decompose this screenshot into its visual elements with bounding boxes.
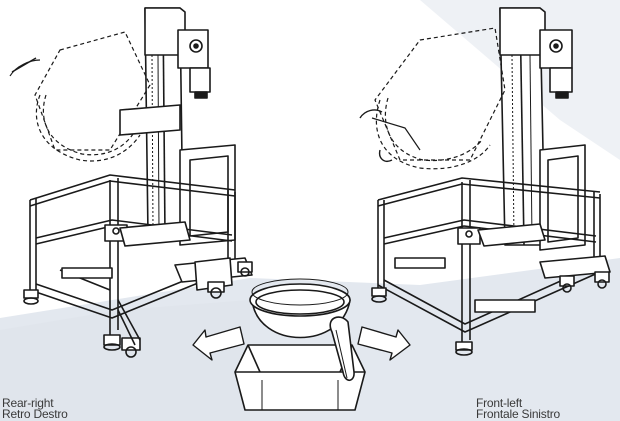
front-left-lifter-view (359, 7, 611, 356)
caption-rear-right-line1: Rear-right (2, 396, 54, 410)
rear-right-lifter-view (9, 7, 253, 358)
caption-rear-right: Rear-right Retro Destro (2, 396, 68, 421)
arrow-right-icon (357, 326, 411, 361)
mixing-bowl-on-base (234, 278, 366, 411)
caption-front-left-line1: Front-left (476, 396, 523, 410)
arrow-left-icon (192, 326, 245, 361)
caption-rear-right-line2: Retro Destro (2, 407, 68, 421)
caption-front-left-line2: Frontale Sinistro (476, 407, 560, 421)
caption-front-left: Front-left Frontale Sinistro (476, 396, 560, 421)
